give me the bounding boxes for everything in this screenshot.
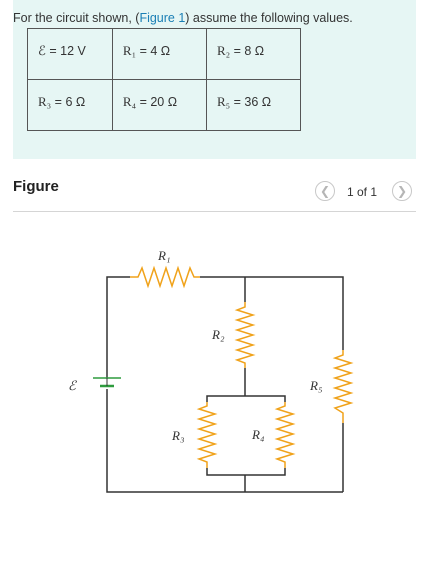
- wire-left-top: [106, 276, 130, 378]
- wire-top-right: [200, 276, 344, 350]
- values-row: R₃ = 6 Ω R₄ = 20 Ω R₅ = 36 Ω: [27, 79, 302, 131]
- r1-label: R₁: [157, 248, 170, 263]
- resistor-r4-icon: [274, 402, 296, 468]
- value-cell-r1: R₁ = 4 Ω: [111, 28, 207, 80]
- resistor-r2-icon: [234, 302, 256, 368]
- resistor-r5-icon: [332, 350, 354, 423]
- values-table: ℰ = 12 V R₁ = 4 Ω R₂ = 8 Ω R₃ = 6 Ω R₄ =…: [27, 28, 302, 131]
- value-cell-r3: R₃ = 6 Ω: [27, 79, 113, 131]
- symbol: ℰ: [38, 43, 46, 58]
- intro-suffix: ) assume the following values.: [185, 11, 353, 25]
- divider: [13, 211, 416, 212]
- circuit-wires: [106, 276, 344, 493]
- chevron-right-icon: ❯: [396, 184, 408, 198]
- r4-label: R₄: [251, 427, 265, 442]
- symbol: R₄: [122, 94, 137, 109]
- value: = 4 Ω: [136, 44, 171, 58]
- value: = 36 Ω: [230, 95, 272, 109]
- battery-icon: [93, 377, 121, 388]
- figure-link[interactable]: Figure 1: [139, 11, 186, 25]
- value: = 20 Ω: [136, 95, 178, 109]
- wire-bottom: [106, 389, 343, 493]
- symbol: R₂: [216, 43, 231, 58]
- value-cell-emf: ℰ = 12 V: [27, 28, 113, 80]
- r5-label: R₅: [309, 378, 322, 393]
- r3-label: R₃: [171, 428, 184, 443]
- resistor-r3-icon: [196, 402, 218, 468]
- emf-label: ℰ: [68, 378, 77, 393]
- chevron-left-icon: ❮: [319, 184, 331, 198]
- symbol: R₅: [216, 94, 231, 109]
- r2-label: R₂: [211, 327, 225, 342]
- intro-prefix: For the circuit shown, (: [13, 11, 140, 25]
- value-cell-r5: R₅ = 36 Ω: [205, 79, 302, 131]
- wire-parallel-bottom: [206, 468, 286, 476]
- symbol: R₃: [38, 94, 52, 109]
- symbol: R₁: [122, 43, 137, 58]
- value-cell-r2: R₂ = 8 Ω: [205, 28, 302, 80]
- resistor-r1-icon: [130, 265, 200, 289]
- value: = 12 V: [45, 44, 86, 58]
- problem-statement: For the circuit shown, (Figure 1) assume…: [13, 11, 353, 25]
- next-figure-button[interactable]: ❯: [392, 181, 412, 201]
- values-row: ℰ = 12 V R₁ = 4 Ω R₂ = 8 Ω: [27, 28, 302, 80]
- figure-title: Figure: [13, 178, 59, 195]
- figure-counter: 1 of 1: [347, 185, 378, 199]
- value: = 6 Ω: [51, 95, 86, 109]
- value: = 8 Ω: [230, 44, 265, 58]
- prev-figure-button[interactable]: ❮: [315, 181, 335, 201]
- wire-parallel-top: [206, 395, 286, 402]
